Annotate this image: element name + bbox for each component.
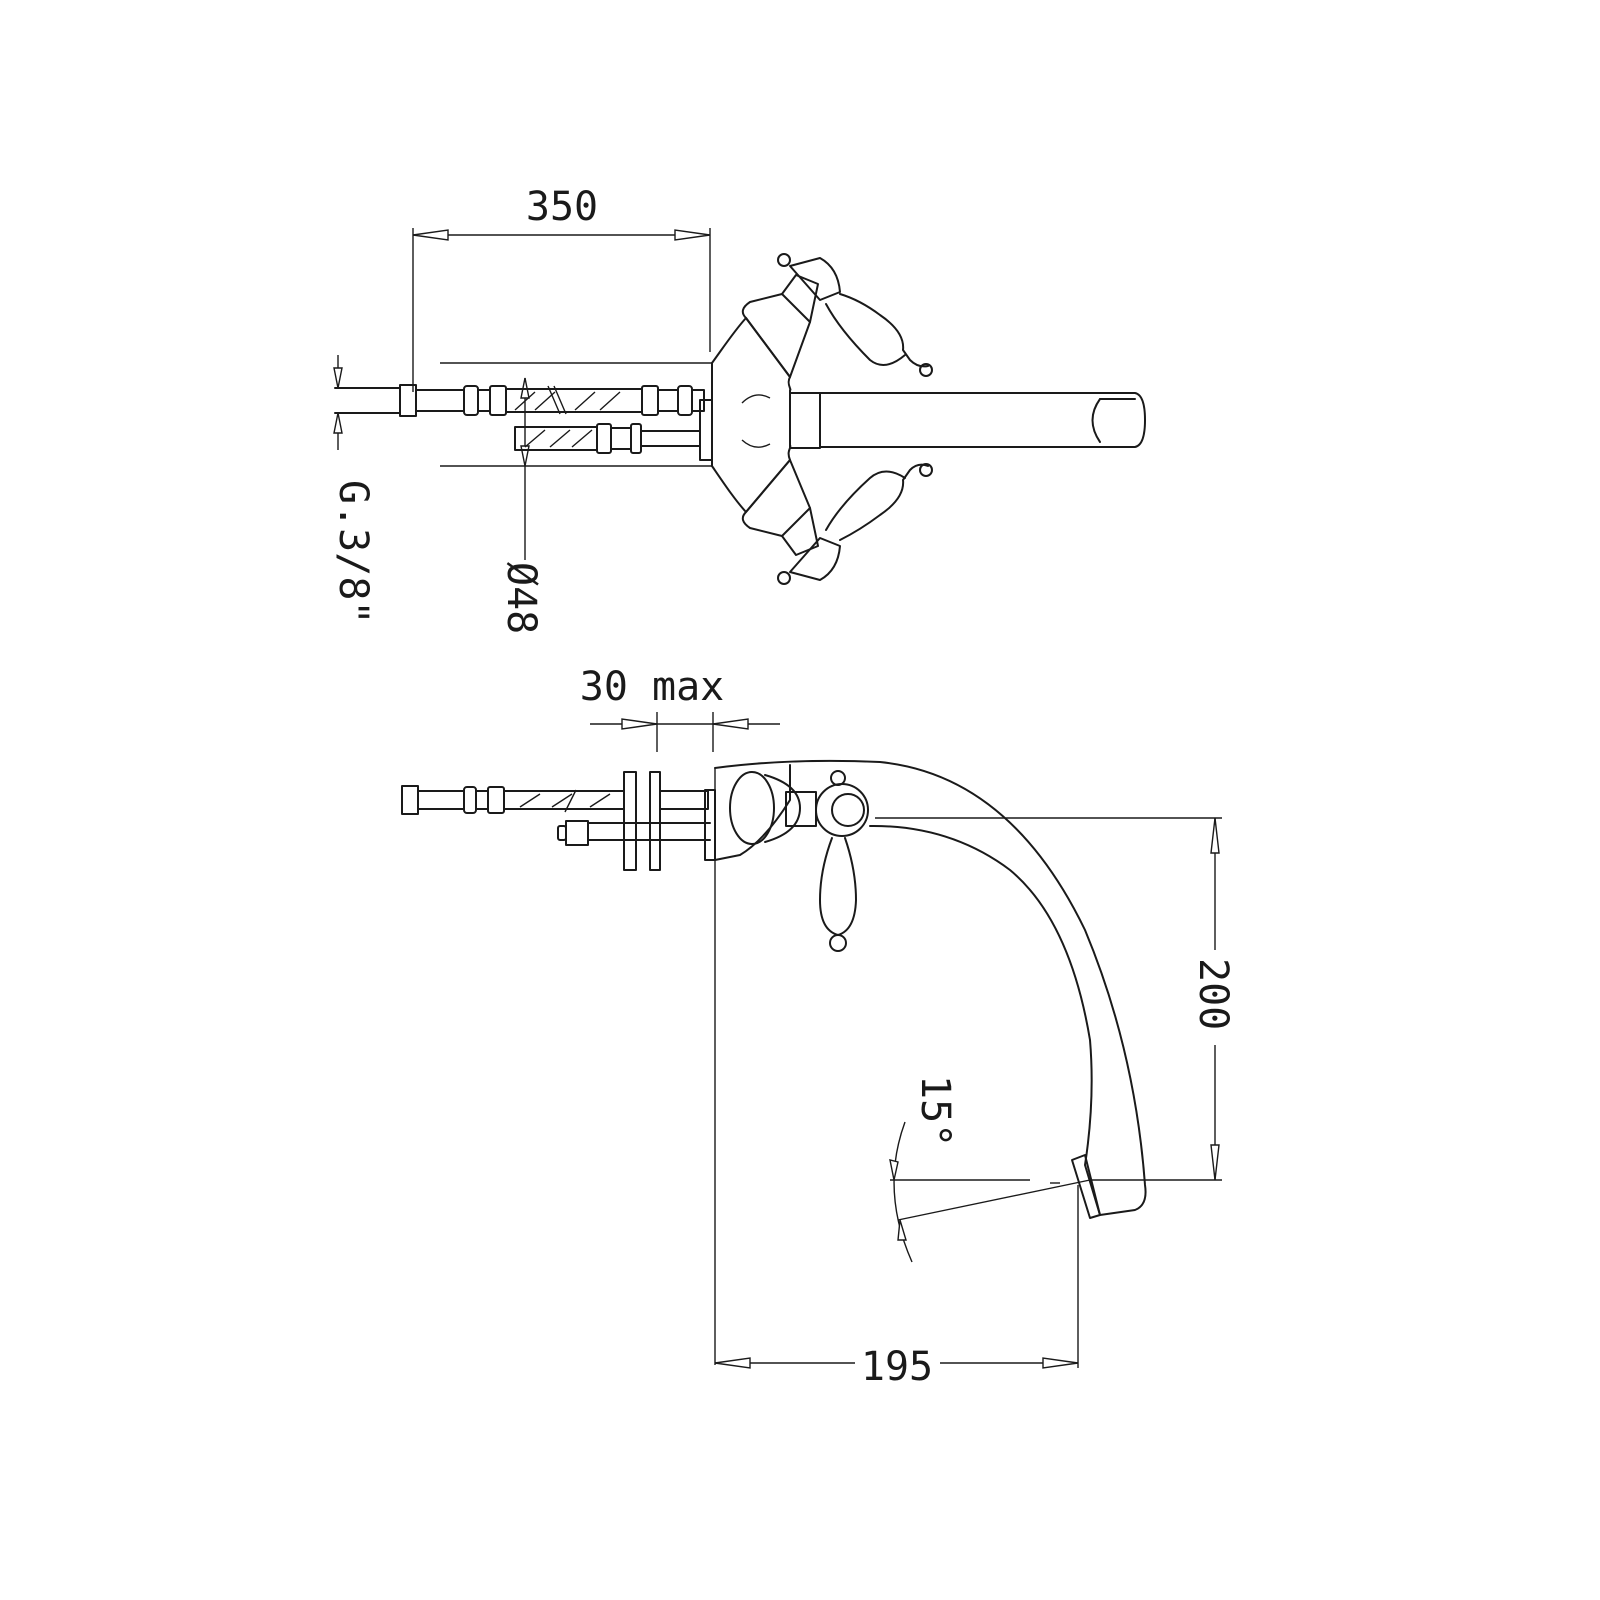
height-label: 200	[1190, 958, 1236, 1030]
dimension-angle: 15°	[889, 1075, 1091, 1263]
side-view: 30 max	[401, 664, 1236, 1390]
valve-lower	[741, 459, 811, 537]
diameter-label: Ø48	[498, 562, 544, 634]
supply-hoses	[334, 384, 713, 461]
spout-side	[714, 759, 1147, 1219]
dimension-195: 195	[714, 1185, 1079, 1390]
dimension-diameter: Ø48	[440, 362, 712, 634]
dimension-350-label: 350	[526, 184, 598, 230]
side-hoses	[401, 771, 716, 871]
wall-thickness-label: 30 max	[580, 664, 725, 710]
mixer-body-top	[711, 253, 1146, 585]
projection-label: 195	[861, 1344, 933, 1390]
top-view: 350 G.3/8" Ø48	[330, 184, 1146, 634]
dimension-30-max: 30 max	[580, 664, 780, 752]
valve-upper	[741, 293, 811, 378]
angle-label: 15°	[912, 1075, 958, 1147]
dimension-thread: G.3/8"	[330, 355, 376, 625]
dimension-350: 350	[412, 184, 711, 392]
dimension-200: 200	[875, 817, 1236, 1181]
thread-size-label: G.3/8"	[330, 480, 376, 625]
